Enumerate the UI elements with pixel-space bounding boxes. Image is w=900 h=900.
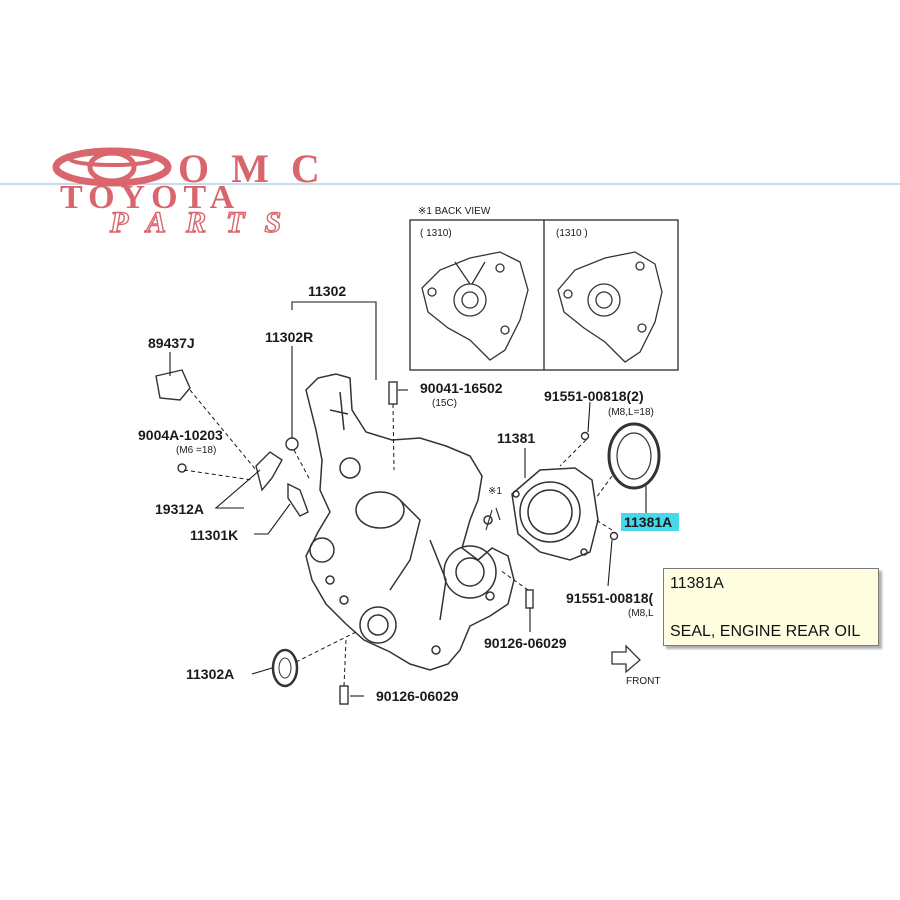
small-parts	[155, 369, 619, 705]
bolt-9004a-icon	[177, 463, 187, 473]
rear-oil-seal-retainer	[511, 467, 599, 561]
tooltip-part-code: 11381A	[670, 575, 724, 592]
stud-90041-icon	[388, 381, 398, 405]
part-label-11302a[interactable]: 11302A	[186, 666, 234, 682]
mark-1-label: ※1	[488, 486, 502, 497]
brand-toyota: TOYOTA	[60, 179, 240, 216]
part-label-11302r[interactable]: 11302R	[265, 329, 313, 345]
part-labels: 11302 11302R 89437J 9004A-10203 (M6 =18)…	[138, 283, 679, 704]
part-label-19312a[interactable]: 19312A	[155, 501, 204, 517]
highlight-11381a	[621, 513, 679, 531]
part-note-90041-16502: (15C)	[432, 398, 457, 409]
part-label-11381[interactable]: 11381	[497, 430, 535, 446]
back-view-right-label: (1310 )	[556, 228, 588, 239]
stud-90126-right-icon	[525, 589, 534, 609]
mark-1-arrow-icon	[485, 507, 501, 531]
part-label-91551-00818-bottom[interactable]: 91551-00818(	[566, 590, 654, 606]
plug-11302r-icon	[285, 437, 299, 451]
brand-omc: OMC	[178, 146, 342, 191]
toyota-emblem-icon	[52, 147, 172, 187]
part-label-89437j[interactable]: 89437J	[148, 335, 195, 351]
bolt-91551-top-icon	[580, 431, 590, 441]
leader-lines	[169, 301, 647, 697]
omc-toyota-parts-logo: OMC TOYOTA PARTS	[52, 146, 342, 240]
sensor-11301k-icon	[287, 482, 309, 517]
part-note-91551-00818-top: (M8,L=18)	[608, 407, 654, 418]
part-label-11301k[interactable]: 11301K	[190, 527, 238, 543]
back-view-title: ※1 BACK VIEW	[418, 206, 491, 217]
oil-seal-11381a	[607, 422, 661, 490]
back-view-right-sketch	[557, 251, 663, 363]
back-view-left-sketch	[421, 251, 529, 361]
timing-cover-housing	[305, 373, 515, 671]
part-label-11302[interactable]: 11302	[308, 283, 346, 299]
part-label-91551-00818-top[interactable]: 91551-00818(2)	[544, 388, 644, 404]
stud-90126-bottom-icon	[339, 685, 349, 705]
part-label-90126-06029-right[interactable]: 90126-06029	[484, 635, 567, 651]
sensor-19312a-icon	[255, 451, 283, 492]
part-label-9004a-10203[interactable]: 9004A-10203	[138, 427, 223, 443]
part-tooltip: 11381A SEAL, ENGINE REAR OIL	[663, 568, 879, 646]
front-label: FRONT	[626, 676, 660, 687]
dashed-assembly-lines	[183, 389, 613, 687]
part-label-90041-16502[interactable]: 90041-16502	[420, 380, 503, 396]
part-note-9004a-10203: (M6 =18)	[176, 445, 216, 456]
part-label-11381a[interactable]: 11381A	[624, 514, 672, 530]
bolt-91551-bottom-icon	[609, 531, 619, 541]
part-note-91551-00818-bottom: (M8,L	[628, 608, 654, 619]
back-view-left-label: ( 1310)	[420, 228, 452, 239]
tooltip-part-description: SEAL, ENGINE REAR OIL	[670, 623, 861, 640]
front-arrow-icon	[611, 644, 641, 674]
back-view-inset: ※1 BACK VIEW ( 1310) (1310 )	[409, 206, 679, 371]
brand-parts: PARTS	[109, 206, 301, 239]
oil-seal-11302a	[271, 648, 299, 688]
part-label-90126-06029-bottom[interactable]: 90126-06029	[376, 688, 459, 704]
sensor-89437j-icon	[155, 369, 191, 401]
